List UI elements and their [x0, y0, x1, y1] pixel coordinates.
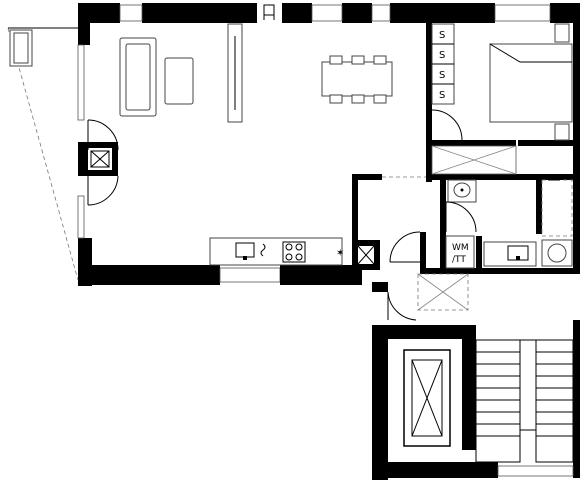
bedroom: S S S S: [431, 23, 573, 141]
walls: [77, 3, 580, 480]
hall: [382, 176, 469, 321]
washer-label: WM: [452, 243, 469, 253]
wardrobe-icon: S: [439, 90, 445, 101]
stair-core: [403, 339, 574, 463]
stove-icon: ✶: [336, 248, 344, 259]
wardrobe-icon: S: [439, 50, 445, 61]
living-furniture: [87, 23, 393, 206]
wardrobe-icon: S: [439, 70, 445, 81]
wardrobe-icon: S: [439, 30, 445, 41]
stair-treads: [476, 351, 573, 437]
dryer-label: /TT: [452, 255, 466, 265]
kitchen: ✶: [209, 237, 344, 266]
bathroom: WM /TT: [431, 145, 573, 269]
balcony: [7, 27, 79, 281]
